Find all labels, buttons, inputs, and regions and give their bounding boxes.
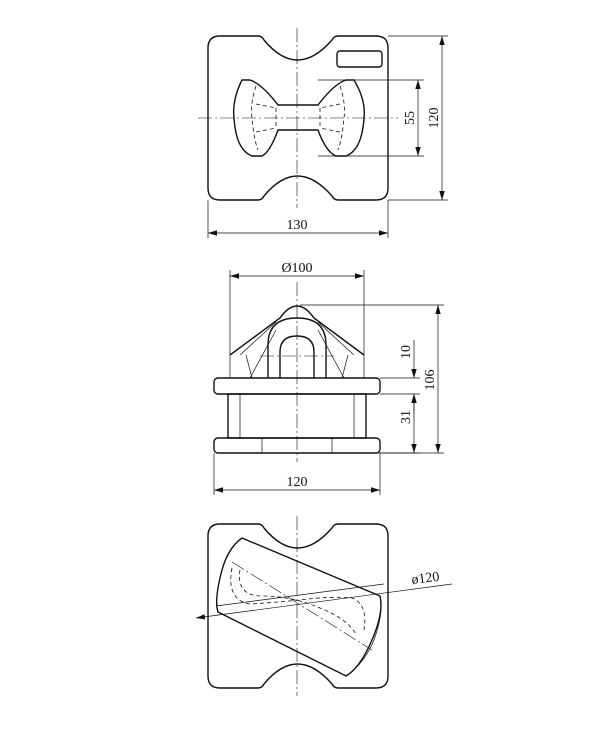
top-view: 55 120 130 <box>198 28 448 238</box>
dim-130-label: 130 <box>287 218 308 233</box>
bottom-view-hidden-curve-1 <box>230 567 366 631</box>
front-view-dome-ribs <box>229 321 365 379</box>
dim-d120-line <box>195 583 453 620</box>
front-view: Ø100 106 10 31 120 <box>213 261 444 495</box>
dim-31-label: 31 <box>399 410 414 424</box>
dim-d120-label: ø120 <box>411 570 441 588</box>
bottom-view-outline <box>207 523 389 689</box>
dim-120v-label: 120 <box>427 108 442 129</box>
dim-120h-label: 120 <box>287 475 308 490</box>
bottom-view: ø120 <box>195 516 453 696</box>
bottom-view-hidden-curve-2 <box>239 569 357 635</box>
top-view-slot <box>336 50 383 68</box>
dim-d120-ext <box>215 583 385 607</box>
dim-10-label: 10 <box>399 345 414 359</box>
bottom-view-cylinder-end <box>345 595 382 677</box>
dim-d100-label: Ø100 <box>281 261 312 276</box>
dim-55-label: 55 <box>403 111 418 125</box>
top-view-outline <box>207 35 389 201</box>
bottom-view-centerline-diag <box>231 561 373 651</box>
bottom-view-cylinder <box>215 537 382 677</box>
dim-106-label: 106 <box>423 370 438 391</box>
